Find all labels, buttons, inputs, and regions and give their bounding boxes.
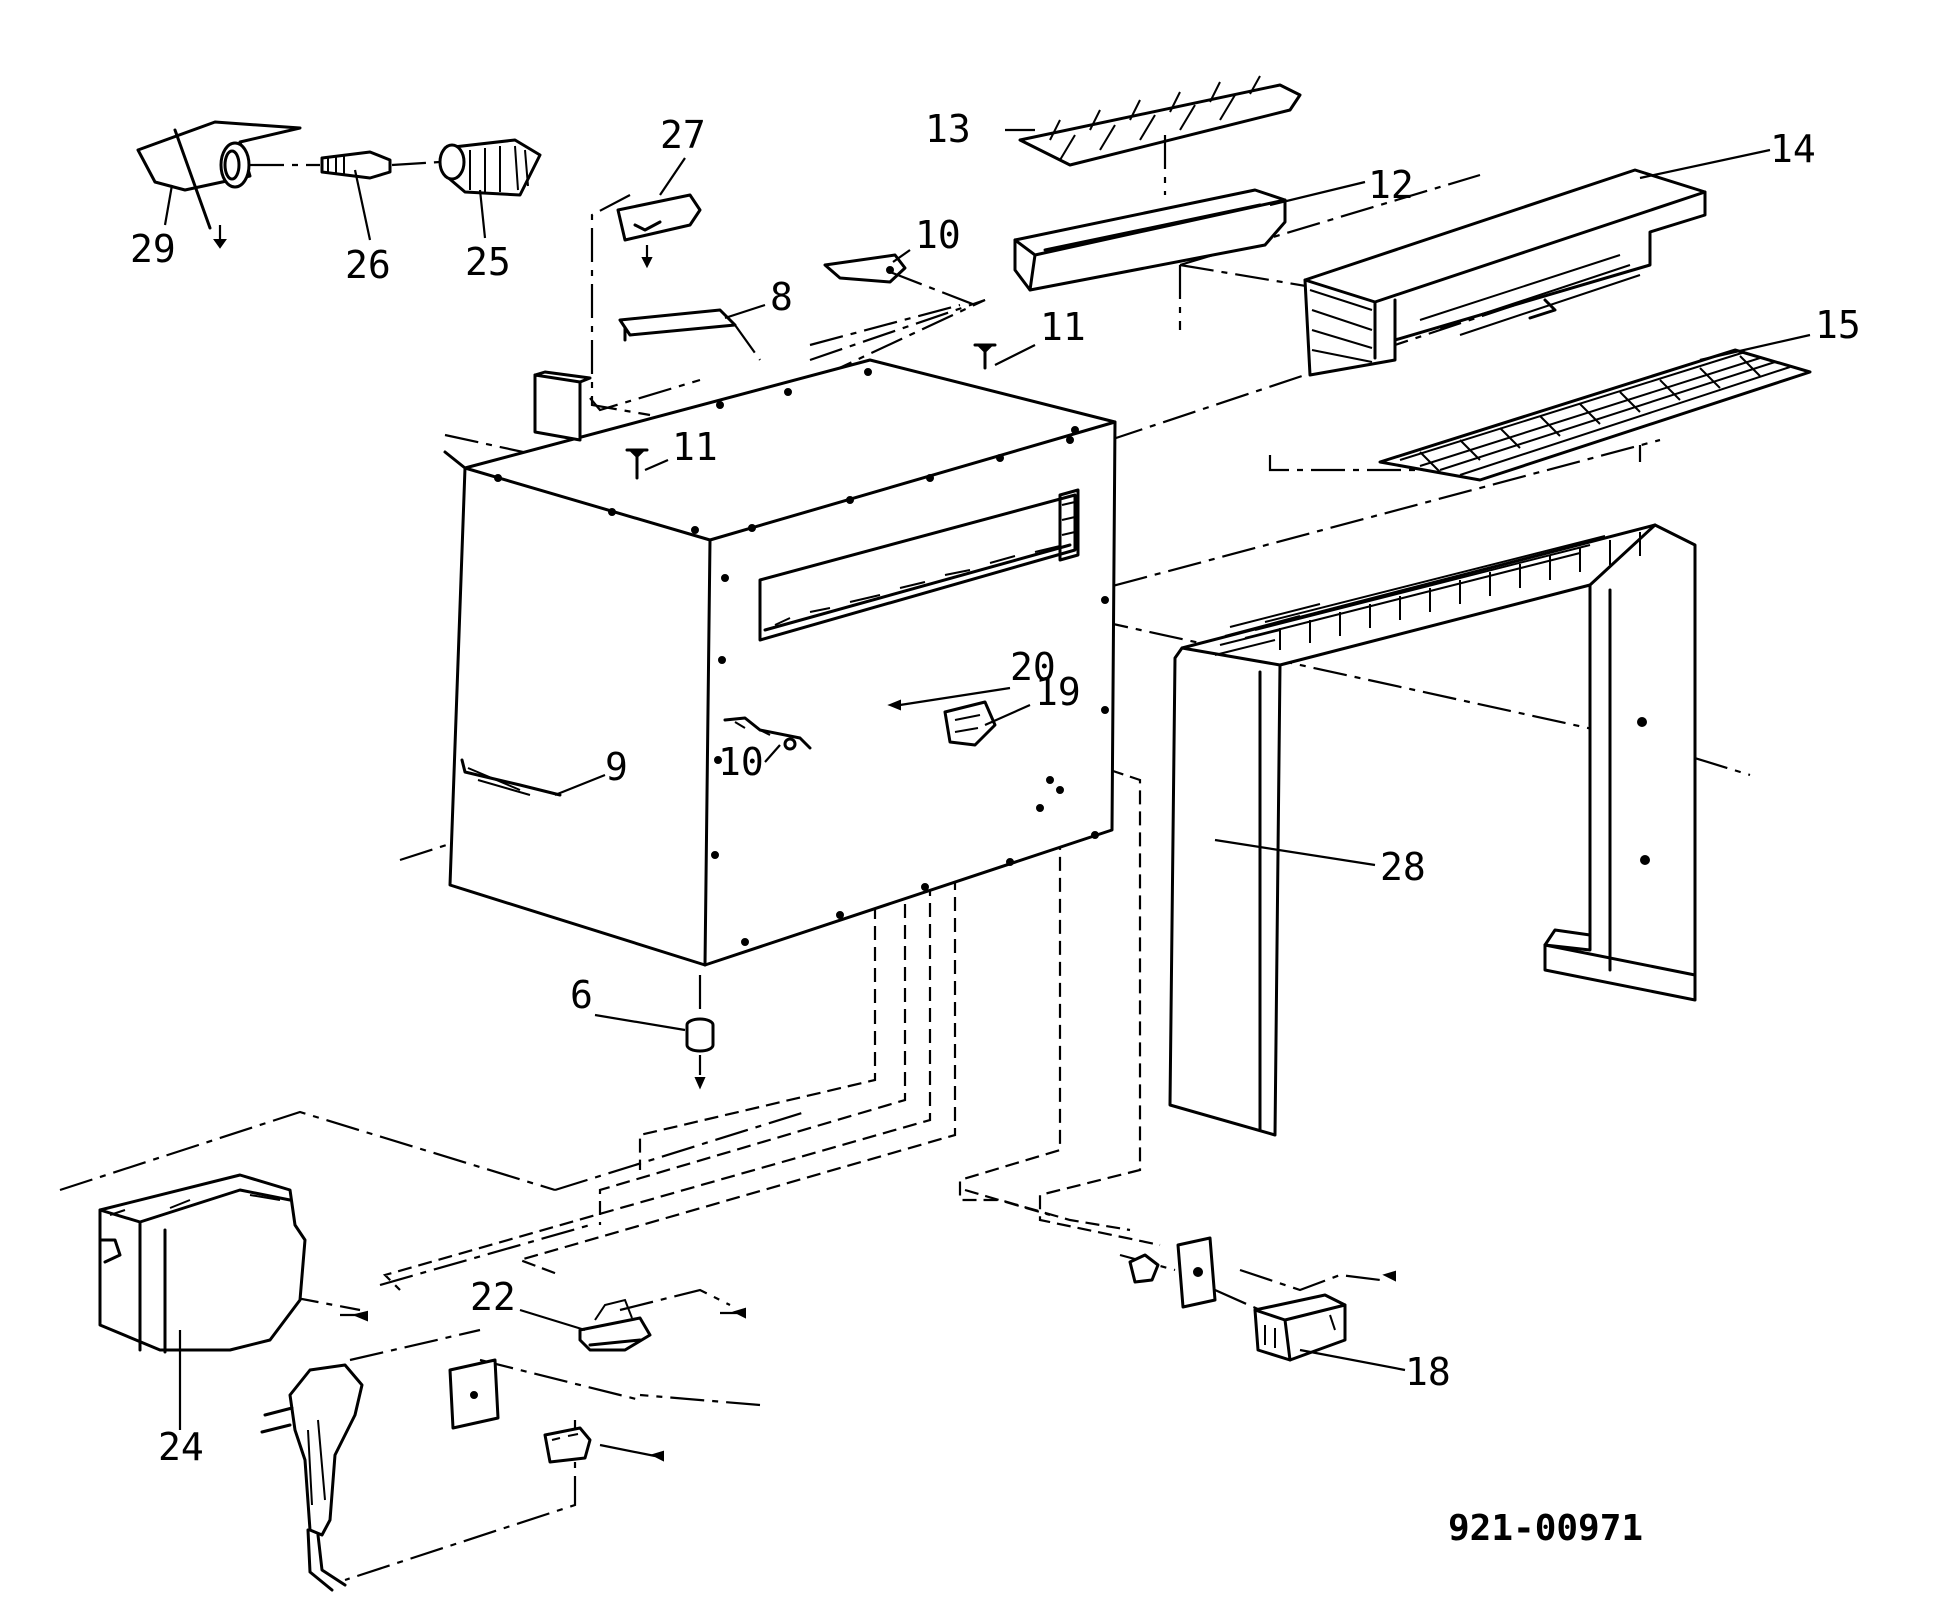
callout-29: 29 [130, 227, 176, 271]
inner-bracket [723, 716, 812, 751]
switch-plate [1176, 1236, 1217, 1309]
callout-25: 25 [465, 240, 511, 284]
latch [618, 308, 737, 342]
callout-10-top: 10 [915, 213, 961, 257]
rubber-foot [685, 975, 715, 1090]
transformer [98, 1173, 368, 1354]
top-rail [1303, 168, 1707, 377]
callout-19: 19 [1035, 670, 1081, 714]
leader-lines [163, 128, 1811, 1430]
power-cord [260, 1363, 364, 1592]
thermostat [943, 700, 997, 747]
bracket-top [823, 253, 976, 307]
lamp-lens [438, 138, 542, 197]
side-bracket [460, 758, 562, 797]
front-cover-frame [1168, 523, 1697, 1137]
knob-nut [1128, 1253, 1160, 1284]
callout-28: 28 [1380, 845, 1426, 889]
main-housing [443, 358, 1117, 967]
callout-10-inner: 10 [718, 740, 764, 784]
callout-22: 22 [470, 1275, 516, 1319]
lamp-housing [136, 120, 302, 249]
callout-18: 18 [1405, 1350, 1451, 1394]
switch [1253, 1270, 1396, 1362]
callout-13: 13 [925, 107, 971, 151]
crumb-tray [1013, 188, 1287, 292]
screw-top-right [973, 343, 997, 370]
callout-9: 9 [605, 745, 628, 789]
callout-labels: 13 27 12 14 10 8 11 15 11 29 26 25 20 19… [130, 107, 1861, 1469]
callout-6: 6 [570, 973, 593, 1017]
callout-15: 15 [1815, 303, 1861, 347]
grid-tray [1378, 348, 1812, 482]
callout-11-left: 11 [672, 425, 718, 469]
callout-26: 26 [345, 243, 391, 287]
element-rack [1018, 75, 1302, 195]
callout-12: 12 [1368, 163, 1414, 207]
callout-14: 14 [1770, 127, 1816, 171]
callout-27: 27 [660, 113, 706, 157]
callout-8: 8 [770, 275, 793, 319]
clip [616, 193, 702, 269]
screw-top-left [625, 448, 649, 480]
callout-24: 24 [158, 1425, 204, 1469]
drawing-number: 921-00971 [1448, 1508, 1643, 1549]
connector-block [578, 1298, 746, 1352]
lamp-bulb [250, 150, 441, 180]
mounting-plate [448, 1358, 500, 1430]
callout-20: 20 [1010, 645, 1056, 689]
terminal-connector [543, 1426, 664, 1464]
callout-11-top: 11 [1040, 305, 1086, 349]
